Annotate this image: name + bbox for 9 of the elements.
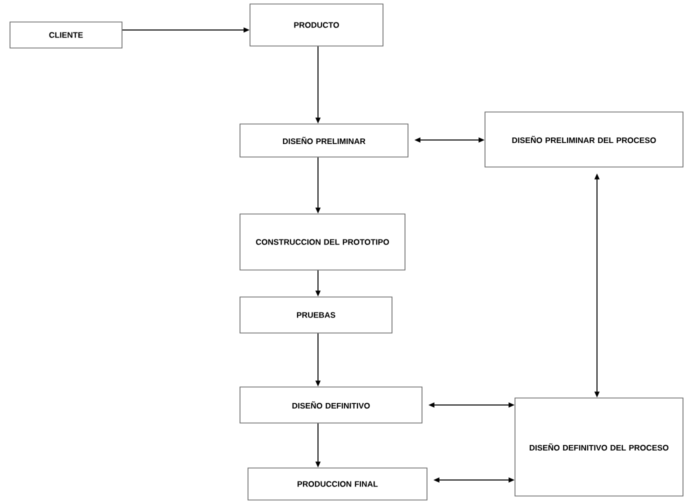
process-box: DISEÑO PRELIMINAR DEL PROCESO [484,112,684,168]
process-box: CONSTRUCCION DEL PROTOTIPO [240,214,406,270]
process-box: PRODUCCION FINAL [248,468,428,500]
process-box: PRODUCTO [250,4,384,46]
process-box: DISEÑO PRELIMINAR [240,124,408,158]
process-box: PRUEBAS [240,296,392,334]
process-box: DISEÑO DEFINITIVO [240,386,422,424]
process-box: DISEÑO DEFINITIVO DEL PROCESO [514,398,684,496]
process-box: CLIENTE [10,22,122,48]
